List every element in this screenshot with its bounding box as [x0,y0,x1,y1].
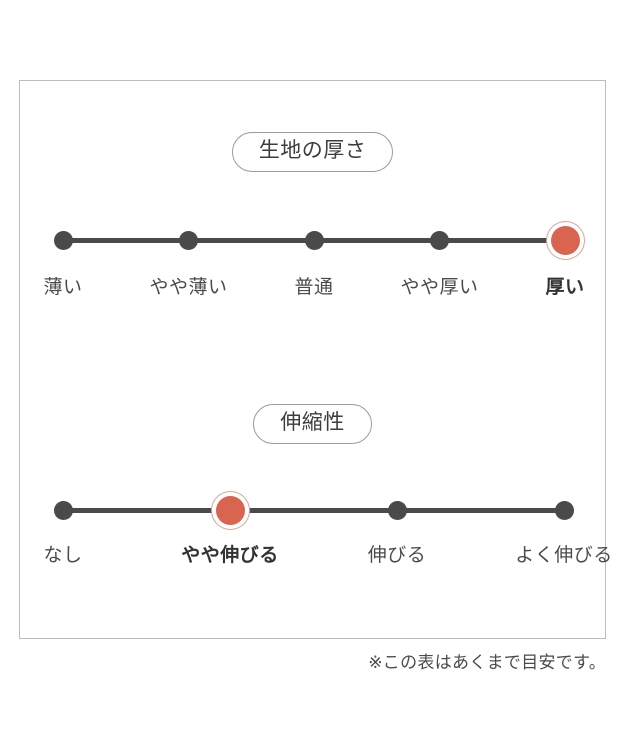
scale-track [63,508,564,513]
scale-0 [0,222,625,292]
scale-dot[interactable] [430,231,449,250]
section-title-pill: 伸縮性 [253,404,372,445]
scale-labels-0: 薄い やや薄い 普通 やや厚い 厚い [0,272,625,302]
scale-label: 伸びる [367,545,427,566]
scale-dot[interactable] [53,501,73,520]
scale-dot[interactable] [387,501,407,520]
scale-label: 普通 [294,277,334,298]
scale-label: やや厚い [400,277,479,298]
scale-dot[interactable] [53,231,73,250]
scale-dot[interactable] [304,231,324,250]
scale-label: 薄い [43,277,83,298]
scale-1 [0,492,625,562]
scale-label: やや薄い [149,277,228,298]
section-title-pill: 生地の厚さ [231,132,394,173]
scale-dot[interactable] [179,231,198,250]
scale-label: なし [43,545,83,566]
scale-label: やや伸びる [181,545,279,566]
section-title-wrapper-0: 生地の厚さ [0,132,625,173]
scale-label: よく伸びる [515,545,613,566]
scale-dot[interactable] [554,501,574,520]
scale-dot-selected[interactable] [215,496,245,525]
scale-dot-selected[interactable] [550,226,580,255]
section-title-wrapper-1: 伸縮性 [0,404,625,445]
scale-label: 厚い [545,277,585,298]
scale-labels-1: なし やや伸びる 伸びる よく伸びる [0,540,625,570]
footnote-text: ※この表はあくまで目安です。 [368,653,606,672]
spec-table-frame [19,80,606,639]
